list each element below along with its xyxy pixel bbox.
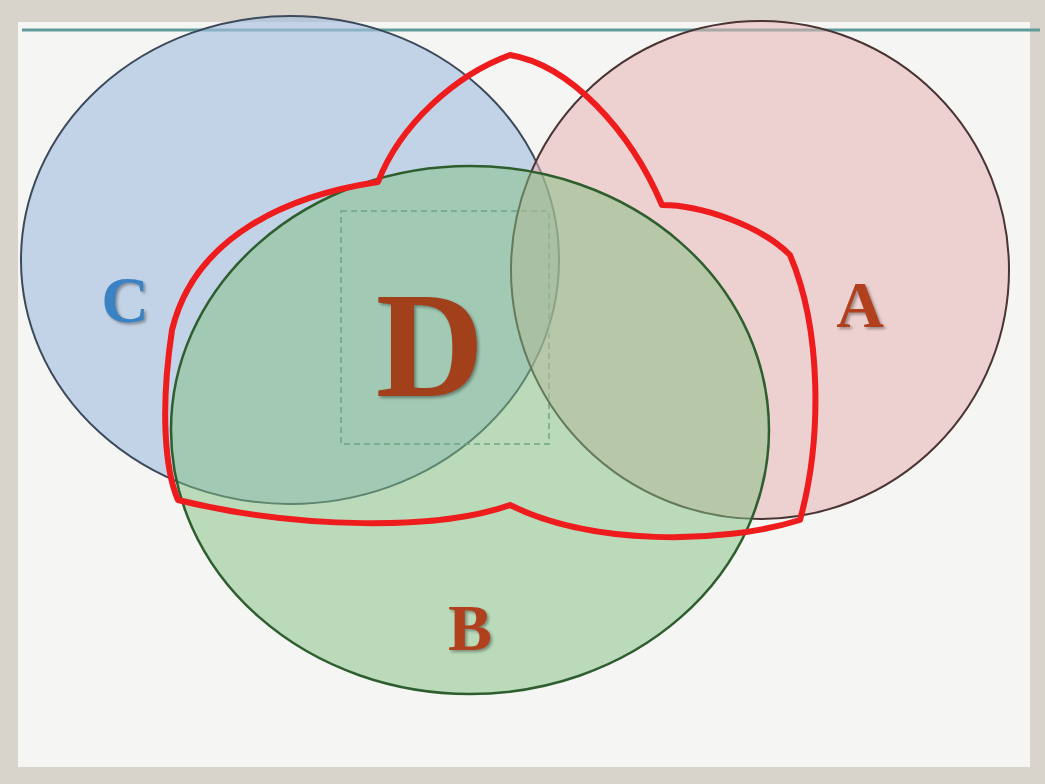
top-rule [22, 29, 1040, 32]
set-letter: C [101, 267, 149, 333]
set-ellipse: B [170, 165, 770, 695]
set-letter: A [836, 272, 884, 338]
set-letter: B [448, 595, 492, 661]
shape-fill [171, 166, 769, 694]
red-highlight-outline [165, 55, 815, 537]
set-letter: D [376, 270, 484, 420]
